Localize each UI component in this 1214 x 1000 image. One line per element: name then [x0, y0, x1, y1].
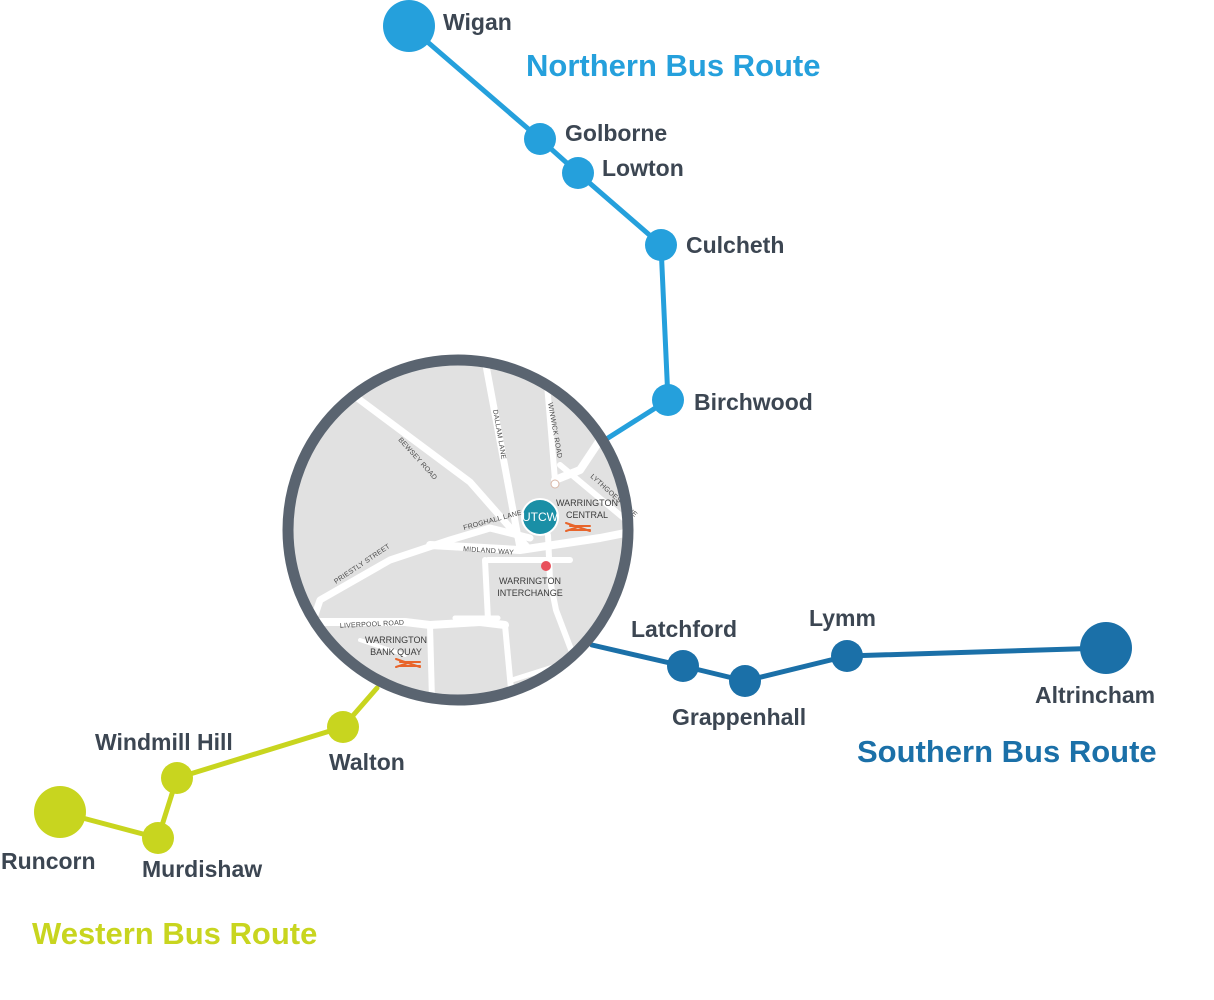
rail-icon — [395, 658, 421, 668]
stop-marker-runcorn[interactable] — [34, 786, 86, 838]
utcw-hub-marker[interactable] — [521, 498, 559, 536]
northern-route-title: Northern Bus Route — [526, 48, 821, 83]
stop-marker-birchwood[interactable] — [652, 384, 684, 416]
warrington-centre-map: BEWSEY ROAD DALLAM LANE WINWICK ROAD LYT… — [282, 354, 638, 706]
western-route-title: Western Bus Route — [32, 916, 317, 951]
centre-map-ring — [282, 354, 634, 706]
stop-marker-lowton[interactable] — [562, 157, 594, 189]
warrington-interchange-label-line2: INTERCHANGE — [497, 588, 563, 598]
stop-marker-windmill-hill[interactable] — [161, 762, 193, 794]
street-label-liverpool-road: LIVERPOOL ROAD — [340, 620, 405, 630]
stop-label-birchwood: Birchwood — [694, 389, 813, 415]
stop-marker-latchford[interactable] — [667, 650, 699, 682]
stop-label-latchford: Latchford — [631, 616, 737, 642]
stop-label-wigan: Wigan — [443, 9, 512, 35]
stop-marker-golborne[interactable] — [524, 123, 556, 155]
warrington-bank-quay-label-line1: WARRINGTON — [365, 635, 427, 645]
southern-route-stops — [667, 622, 1132, 697]
northern-route-stops — [383, 0, 684, 416]
southern-route-title: Southern Bus Route — [857, 734, 1157, 769]
stop-label-golborne: Golborne — [565, 120, 667, 146]
western-route-stops — [34, 711, 359, 854]
stop-marker-wigan[interactable] — [383, 0, 435, 52]
warrington-central-label-line2: CENTRAL — [566, 510, 608, 520]
stop-marker-murdishaw[interactable] — [142, 822, 174, 854]
stop-marker-walton[interactable] — [327, 711, 359, 743]
utcw-hub-label: UTCW — [522, 510, 559, 524]
warrington-interchange-label-line1: WARRINGTON — [499, 576, 561, 586]
stop-label-grappenhall: Grappenhall — [672, 704, 806, 730]
interchange-dot — [541, 561, 551, 571]
stop-label-windmill-hill: Windmill Hill — [95, 729, 233, 755]
stop-label-murdishaw: Murdishaw — [142, 856, 262, 882]
stop-label-runcorn: Runcorn — [1, 848, 96, 874]
stop-label-lymm: Lymm — [809, 605, 876, 631]
street-label-midland-way: MIDLAND WAY — [463, 546, 514, 557]
warrington-bank-quay-label-line2: BANK QUAY — [370, 647, 422, 657]
stop-label-culcheth: Culcheth — [686, 232, 784, 258]
stop-marker-lymm[interactable] — [831, 640, 863, 672]
stop-marker-altrincham[interactable] — [1080, 622, 1132, 674]
stop-marker-grappenhall[interactable] — [729, 665, 761, 697]
stop-label-lowton: Lowton — [602, 155, 684, 181]
stop-label-walton: Walton — [329, 749, 405, 775]
stop-marker-culcheth[interactable] — [645, 229, 677, 261]
warrington-central-label-line1: WARRINGTON — [556, 498, 618, 508]
rail-icon — [565, 522, 591, 532]
stop-label-altrincham: Altrincham — [1035, 682, 1155, 708]
